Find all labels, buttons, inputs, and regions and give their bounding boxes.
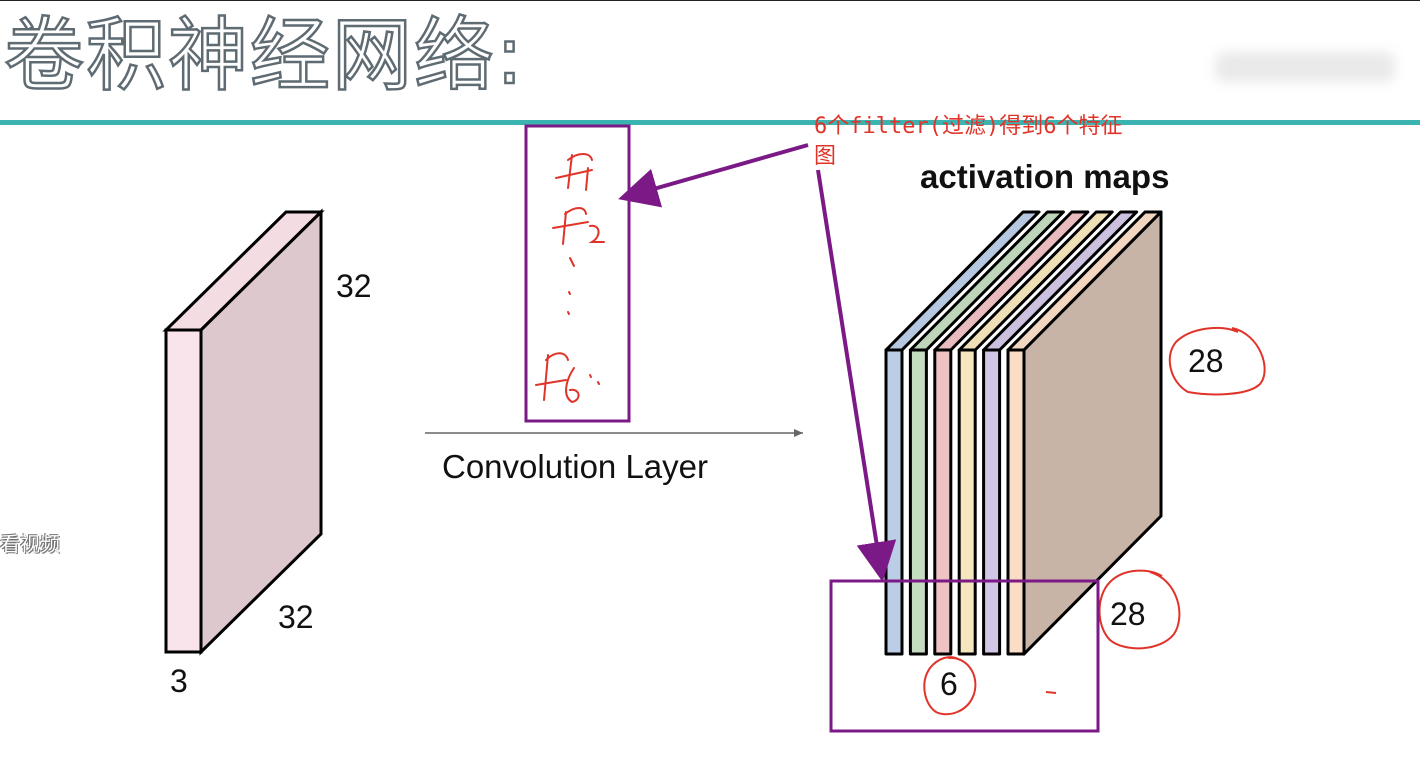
handwritten-filters <box>535 153 605 404</box>
maps-height-label: 28 <box>1188 343 1224 379</box>
input-volume-front <box>164 328 203 654</box>
circle-maps-count <box>923 656 977 716</box>
title-underline <box>0 120 1420 125</box>
activation-map-slice-5 <box>982 348 1002 656</box>
slide-title: 卷积神经网络: <box>3 8 525 104</box>
maps-count-label: 6 <box>940 666 958 702</box>
blurred-logo <box>1215 52 1395 82</box>
handwritten-f1 <box>555 153 593 191</box>
activation-map-slice-6 <box>1006 348 1026 656</box>
annotation-arrow-to-filters <box>618 143 809 208</box>
filters-box <box>524 124 631 423</box>
top-border <box>0 0 1420 1</box>
annotation-arrow-to-maps <box>816 169 897 582</box>
activation-map-slice-4 <box>957 348 977 656</box>
annotation-note: 6个filter(过滤)得到6个特征图 <box>814 114 1123 169</box>
convolution-layer-label: Convolution Layer <box>442 448 708 485</box>
maps-width-label: 28 <box>1110 596 1146 632</box>
handwritten-comma <box>569 257 575 267</box>
handwritten-f2 <box>552 207 605 245</box>
input-height-label: 32 <box>336 268 372 304</box>
handwritten-dots <box>567 291 571 315</box>
red-dash-mark <box>1045 691 1057 694</box>
circle-maps-height <box>1168 326 1266 396</box>
activation-map-slice-3 <box>933 348 953 656</box>
input-volume <box>162 208 325 656</box>
red-annotation-circles <box>923 326 1266 716</box>
input-depth-label: 3 <box>170 663 188 699</box>
activation-map-slice-2 <box>908 348 928 656</box>
activation-maps-stack <box>884 210 1163 656</box>
circle-maps-width <box>1098 569 1181 650</box>
video-watermark: 看视频 <box>0 532 60 556</box>
input-width-label: 32 <box>278 599 314 635</box>
handwritten-f6 <box>535 352 600 404</box>
activation-maps-label: activation maps <box>920 158 1170 195</box>
activation-map-slice-1 <box>884 348 904 656</box>
maps-depth-box <box>829 579 1100 733</box>
